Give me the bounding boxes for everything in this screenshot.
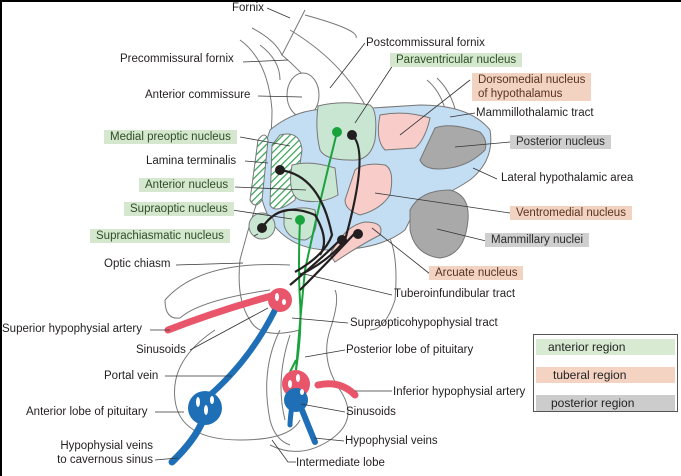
label-arcuate-nucleus: Arcuate nucleus	[429, 266, 524, 280]
label-dorsomedial-line2: of hypothalamus	[478, 88, 563, 100]
label-sinusoids-upper: Sinusoids	[136, 344, 186, 356]
neuron-body-3	[257, 223, 267, 233]
label-suprachiasmatic-nucleus: Suprachiasmatic nucleus	[90, 229, 230, 243]
label-fornix: Fornix	[232, 2, 264, 14]
posterior-nucleus-shape	[419, 125, 487, 170]
posterior-lobe-outline	[269, 329, 349, 452]
label-supraoptic-nucleus: Supraoptic nucleus	[124, 202, 234, 216]
neuron-body-5	[353, 229, 363, 239]
superior-hypophysial-artery	[164, 291, 279, 334]
paraventricular-neuron-body	[332, 127, 342, 137]
label-posterior-nucleus: Posterior nucleus	[510, 135, 611, 149]
label-lateral-hypothalamic-area: Lateral hypothalamic area	[501, 172, 634, 184]
neuron-body-4	[337, 235, 347, 245]
label-dorsomedial-nucleus: Dorsomedial nucleus of hypothalamus	[472, 73, 592, 101]
brain-outlines	[164, 9, 459, 452]
legend-item-tuberal-region: tuberal region	[536, 367, 675, 383]
legend-item-posterior-region: posterior region	[536, 395, 675, 411]
label-tuberoinfundibular-tract: Tuberoinfundibular tract	[394, 288, 516, 300]
label-dorsomedial-line1: Dorsomedial nucleus	[478, 74, 586, 86]
label-anterior-commissure: Anterior commissure	[145, 89, 251, 101]
inferior-hypophysial-artery	[314, 380, 359, 399]
label-precommissural-fornix: Precommissural fornix	[120, 53, 234, 65]
legend: anterior region tuberal region posterior…	[533, 334, 678, 412]
label-mammillothalamic-tract: Mammillothalamic tract	[476, 107, 594, 119]
legend-item-anterior-region: anterior region	[536, 339, 675, 355]
label-mammillary-nuclei: Mammillary nuclei	[485, 233, 590, 247]
label-hypophysial-veins-line1: Hypophysial veins	[60, 440, 153, 452]
label-lamina-terminalis: Lamina terminalis	[146, 155, 237, 167]
neuron-body-2	[275, 165, 285, 175]
label-optic-chiasm: Optic chiasm	[104, 258, 171, 270]
label-supraopticohypophysial-tract: Supraopticohypophysial tract	[350, 317, 498, 329]
mammillary-nuclei-shape	[409, 189, 469, 259]
label-anterior-lobe-of-pituitary: Anterior lobe of pituitary	[26, 406, 148, 418]
label-anterior-nucleus: Anterior nucleus	[139, 178, 235, 192]
label-superior-hypophysial-artery: Superior hypophysial artery	[2, 323, 142, 335]
upper-capillary-plexus	[268, 288, 292, 312]
hypophysial-veins-vessel	[297, 402, 318, 445]
label-sinusoids-lower: Sinusoids	[346, 406, 396, 418]
neuron-body-1	[347, 130, 357, 140]
leader-lines	[150, 7, 511, 463]
label-hypophysial-veins: Hypophysial veins	[345, 435, 438, 447]
label-paraventricular-nucleus: Paraventricular nucleus	[390, 53, 523, 67]
label-inferior-hypophysial-artery: Inferior hypophysial artery	[393, 386, 526, 398]
optic-chiasm-outline	[164, 263, 291, 301]
label-intermediate-lobe: Intermediate lobe	[296, 457, 385, 469]
label-medial-preoptic-nucleus: Medial preoptic nucleus	[104, 130, 237, 144]
label-posterior-lobe-of-pituitary: Posterior lobe of pituitary	[346, 344, 474, 356]
hypophysial-veins-cavernous	[168, 416, 207, 466]
label-postcommissural-fornix: Postcommissural fornix	[366, 37, 485, 49]
label-ventromedial-nucleus: Ventromedial nucleus	[510, 206, 632, 220]
supraoptic-neuron-body	[295, 215, 305, 225]
anterior-nucleus-shape	[290, 162, 339, 203]
label-hypophysial-veins-to-cavernous-sinus: Hypophysial veins to cavernous sinus	[43, 439, 153, 467]
label-hypophysial-veins-line2: to cavernous sinus	[57, 454, 153, 466]
postcommissural-fornix-outline	[289, 29, 366, 106]
label-portal-vein: Portal vein	[104, 370, 159, 382]
sinusoid-holes	[196, 293, 304, 415]
portal-vein	[208, 308, 278, 398]
supraopticohypophysial-tract	[289, 131, 338, 373]
paraventricular-nucleus-shape	[316, 102, 377, 161]
fornix-outline	[251, 9, 306, 57]
